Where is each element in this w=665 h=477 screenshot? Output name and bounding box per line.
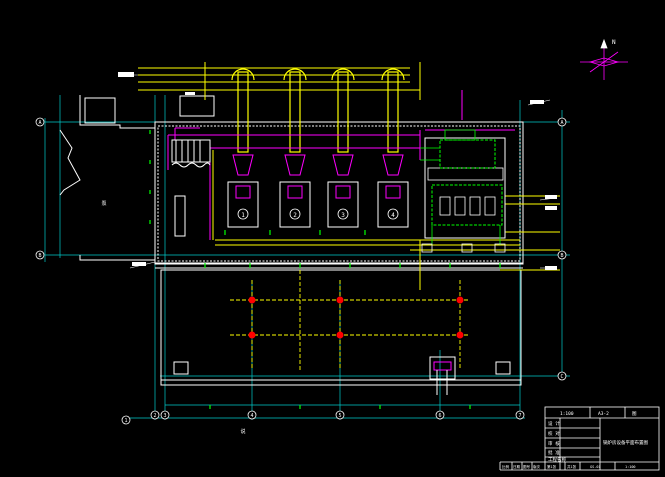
column-marker [456, 296, 464, 304]
title-block [499, 406, 660, 471]
grid-bubbles [35, 117, 567, 425]
grid-bubble-labels: A B A B C 1 2 3 4 5 6 7 [38, 120, 563, 424]
title-footer-total: 共1张 [567, 464, 577, 469]
grid-bubble-bottom-6: 6 [438, 413, 441, 419]
boiler-1-label: 1 [241, 212, 245, 219]
building-walls [59, 95, 524, 386]
grid-bubble-left-b: B [38, 253, 41, 259]
bottom-note-label: 说 [240, 428, 245, 435]
grid-bubble-left-a: A [38, 120, 41, 126]
title-footer-number: 图号 [523, 464, 531, 469]
boiler-3: 3 [327, 154, 359, 228]
grid-bubble-bottom-7: 7 [518, 413, 521, 419]
column-marker [456, 331, 464, 339]
column-marker [248, 296, 256, 304]
title-row-check: 校 对 [548, 430, 560, 437]
lower-stair-chimney [173, 356, 511, 395]
title-footer-sheet: 第1张 [547, 464, 557, 469]
boiler-units: 1 2 3 4 [227, 154, 409, 228]
flue-stacks [231, 68, 405, 153]
boiler-2-label: 2 [293, 212, 297, 219]
structural-columns [248, 296, 464, 339]
grid-bubble-right-b: B [560, 253, 563, 259]
grid-bubble-bottom-1: 1 [124, 418, 127, 424]
water-treatment-skid [171, 139, 211, 168]
column-marker [248, 331, 256, 339]
title-header-left: 1:100 [560, 411, 574, 417]
boiler-2: 2 [279, 154, 311, 228]
title-footer-rev: 版次 [533, 464, 541, 469]
annotation-tags [118, 72, 557, 270]
boiler-1: 1 [227, 154, 259, 228]
grid-bubble-bottom-2: 2 [153, 413, 156, 419]
title-block-text: 1:100 A3-2 图 设 计 校 对 审 核 批 准 工程名称 锅炉房设备平… [502, 411, 648, 469]
north-arrow-label: N [612, 39, 616, 46]
grid-bubble-right-a: A [560, 120, 563, 126]
boiler-4-label: 4 [391, 212, 395, 219]
north-arrow: N [580, 38, 628, 80]
lower-bay-lines [230, 270, 470, 370]
title-footer-scale: 比例 [502, 464, 510, 469]
drawing-title: 锅炉房设备平面布置图 [603, 439, 648, 446]
column-marker [336, 331, 344, 339]
title-row-review: 审 核 [548, 440, 560, 447]
title-footer-date: 日期 [513, 464, 521, 469]
grid-bubble-bottom-3: 3 [163, 413, 166, 419]
column-marker [336, 296, 344, 304]
title-footer-ratio: 1:100 [625, 465, 636, 469]
title-row-approve: 批 准 [548, 449, 560, 456]
title-header-right: 图 [632, 411, 637, 417]
grid-bubble-bottom-4: 4 [250, 413, 253, 419]
left-room-label: 泵 [101, 201, 106, 207]
title-row-design: 设 计 [548, 420, 560, 427]
title-header-mid: A3-2 [598, 411, 609, 417]
grid-bubble-right-c: C [560, 374, 563, 380]
title-footer-code: GS-01 [590, 465, 601, 469]
auxiliary-equipment [420, 129, 506, 253]
green-dimension-ticks [149, 130, 501, 409]
boiler-4: 4 [377, 154, 409, 228]
title-row-project: 工程名称 [548, 456, 566, 463]
pipe-runs [138, 62, 560, 290]
grid-bubble-bottom-5: 5 [338, 413, 341, 419]
boiler-3-label: 3 [341, 212, 345, 219]
